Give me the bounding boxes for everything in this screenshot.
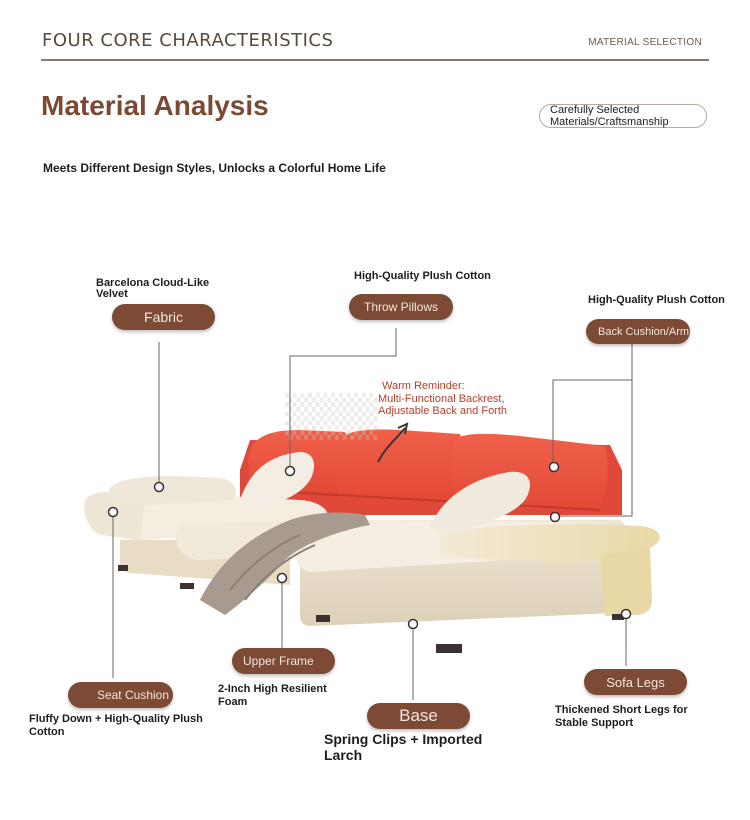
page-subtitle: Meets Different Design Styles, Unlocks a… [43,161,386,175]
fabric-desc: Barcelona Cloud-Like Velvet [96,277,210,300]
adjust-arrow-icon [377,427,406,463]
marker-throw-pillows [284,465,296,477]
sofa-legs-desc: Thickened Short Legs for Stable Support [555,704,688,729]
base-desc: Spring Clips + Imported Larch [324,731,483,763]
header-divider [41,59,709,61]
marker-fabric [153,481,165,493]
section-tag: MATERIAL SELECTION [588,37,702,48]
throw-pillow-right [430,471,530,532]
armrest-right [440,524,660,561]
seat-cushion-desc: Fluffy Down + High-Quality Plush Cotton [29,713,203,738]
section-title: FOUR CORE CHARACTERISTICS [42,30,334,51]
throw-pillow-center [240,452,315,508]
marker-armrest [549,511,561,523]
base-pill: Base [367,703,470,729]
craftsmanship-badge: Carefully Selected Materials/Craftsmansh… [539,104,707,128]
throw-pillows-pill: Throw Pillows [349,294,453,320]
back-cushion-mid [335,429,465,500]
sofa-leg [436,644,462,653]
warm-reminder-title: Warm Reminder: [382,380,465,392]
sofa-leg [118,565,128,571]
throw-blanket [200,512,370,615]
marker-upper-frame [276,572,288,584]
sofa-leg [180,583,194,589]
warm-reminder: Warm Reminder: Multi-Functional Backrest… [378,380,507,418]
marker-base [407,618,419,630]
sofa-legs-pill: Sofa Legs [584,669,687,695]
sofa-leg [316,615,330,622]
back-cushion-desc: High-Quality Plush Cotton [588,294,725,306]
pillow-left [108,476,236,506]
warm-reminder-line1: Multi-Functional Backrest, [378,392,505,405]
svg-text:▒▒▒: ▒▒▒ [285,392,378,440]
throw-pillows-desc: High-Quality Plush Cotton [354,270,491,282]
sofa-leg [612,614,624,620]
warm-reminder-line2: Adjustable Back and Forth [378,405,508,417]
marker-sofa-legs [620,608,632,620]
upper-frame-desc: 2-Inch High Resilient Foam [218,683,327,708]
marker-seat-cushion [107,506,119,518]
page-title: Material Analysis [41,90,269,121]
marker-back-cushion [548,461,560,473]
fabric-pill: Fabric [112,304,215,330]
back-cushion-pill: Back Cushion/Armrest [586,319,690,344]
seat-cushion-pill: Seat Cushion [68,682,173,708]
upper-frame-pill: Upper Frame [232,648,335,674]
